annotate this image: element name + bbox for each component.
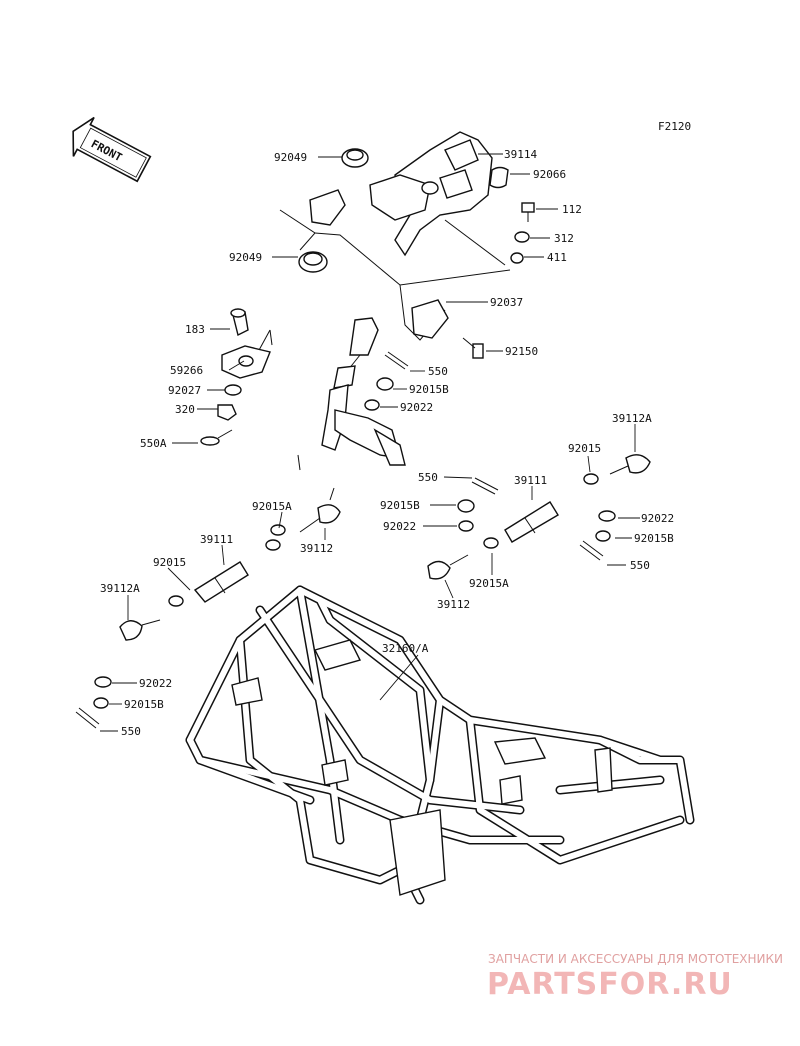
watermark-brand: PARTSFOR.RU [487,967,733,1002]
callout-92015B-right: 92015B [634,532,674,545]
callout-92066: 92066 [533,168,566,181]
callout-550A: 550A [140,437,167,450]
mount-parts-left [200,308,409,446]
callout-550-right: 550 [630,559,650,572]
callout-39112A-right: 39112A [612,412,652,425]
callout-92015B-lower: 92015B [124,698,164,711]
callout-92027: 92027 [168,384,201,397]
callout-92015B-mid: 92015B [380,499,420,512]
watermark: ЗАПЧАСТИ И АКСЕССУАРЫ ДЛЯ МОТОТЕХНИКИ PA… [487,952,783,1002]
callout-92022-mid: 92022 [383,520,416,533]
callout-92015-left: 92015 [153,556,186,569]
callout-320: 320 [175,403,195,416]
mount-parts-lower-left [75,676,112,729]
callout-39112-left: 39112 [300,542,333,555]
callout-39112-right: 39112 [437,598,470,611]
callout-183: 183 [185,323,205,336]
callout-labels: 92049 39114 92066 112 312 92049 411 9203… [100,148,674,738]
callout-92150: 92150 [505,345,538,358]
callout-312: 312 [554,232,574,245]
callout-39114: 39114 [504,148,537,161]
watermark-tagline: ЗАПЧАСТИ И АКСЕССУАРЫ ДЛЯ МОТОТЕХНИКИ [488,952,783,966]
callout-39112A-left: 39112A [100,582,140,595]
steering-shaft [257,317,406,471]
callout-92022-lower: 92022 [139,677,172,690]
tie-rod-right [427,454,651,580]
callout-92015b-upper: 92015B [409,383,449,396]
tie-rod-left [119,487,341,641]
handlebar-holder-group [279,131,535,359]
callout-92049-upper: 92049 [274,151,307,164]
callout-92015-right: 92015 [568,442,601,455]
callout-92049-lower: 92049 [229,251,262,264]
callout-411: 411 [547,251,567,264]
figure-code: F2120 [658,120,691,133]
front-arrow-icon: FRONT [72,116,152,183]
callout-550-mid: 550 [418,471,438,484]
callout-92037: 92037 [490,296,523,309]
callout-92015A-right: 92015A [469,577,509,590]
frame [185,585,695,905]
leader-lines [100,153,640,732]
callout-112: 112 [562,203,582,216]
callout-92022-upper: 92022 [400,401,433,414]
callout-550-lower: 550 [121,725,141,738]
callout-550-upper: 550 [428,365,448,378]
callout-92015A-left: 92015A [252,500,292,513]
callout-59266: 59266 [170,364,203,377]
callout-39111-left: 39111 [200,533,233,546]
callout-32160A: 32160/A [382,642,429,655]
callout-92022-right: 92022 [641,512,674,525]
callout-39111-right: 39111 [514,474,547,487]
